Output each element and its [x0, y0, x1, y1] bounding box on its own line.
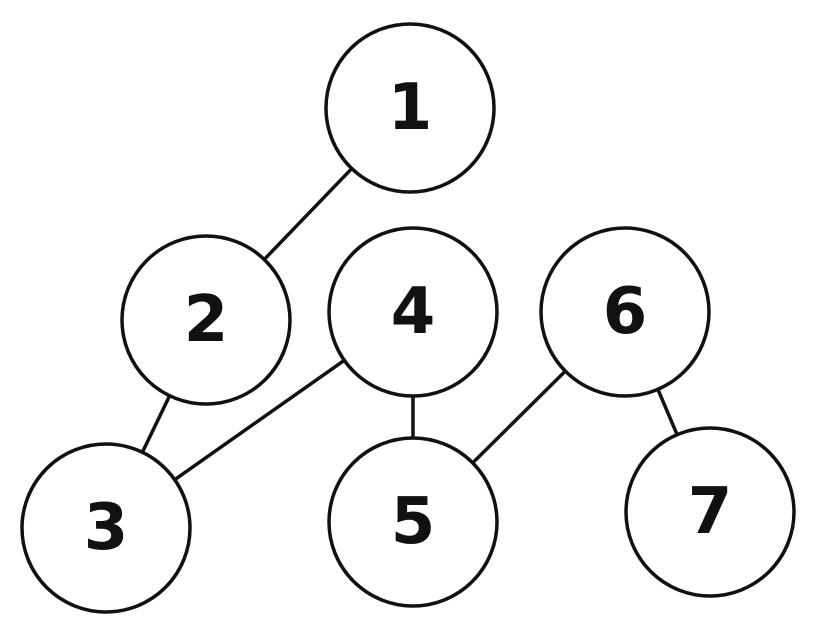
- node-3: 3: [20, 442, 192, 614]
- node-label-4: 4: [391, 275, 436, 349]
- node-circle-3: [20, 442, 192, 614]
- node-7: 7: [624, 426, 796, 598]
- node-label-3: 3: [84, 491, 129, 565]
- node-label-7: 7: [688, 475, 733, 549]
- node-4: 4: [327, 226, 499, 398]
- node-circle-5: [327, 436, 499, 608]
- node-6: 6: [539, 226, 711, 398]
- node-2: 2: [120, 234, 292, 406]
- edge-6-7: [656, 387, 679, 437]
- node-circle-6: [539, 226, 711, 398]
- node-5: 5: [327, 436, 499, 608]
- node-circle-2: [120, 234, 292, 406]
- edges-layer: [140, 166, 679, 482]
- edge-2-3: [140, 393, 172, 455]
- node-label-5: 5: [391, 485, 436, 559]
- node-label-1: 1: [388, 71, 433, 145]
- node-1: 1: [324, 22, 496, 194]
- node-label-2: 2: [184, 283, 229, 357]
- edge-1-2: [262, 166, 354, 262]
- node-circle-1: [324, 22, 496, 194]
- node-circle-4: [327, 226, 499, 398]
- edge-5-6: [470, 369, 568, 465]
- nodes-layer: 1 2 3 4 5 6 7: [20, 22, 796, 614]
- node-label-6: 6: [603, 275, 648, 349]
- node-circle-7: [624, 426, 796, 598]
- edge-3-4: [172, 358, 347, 482]
